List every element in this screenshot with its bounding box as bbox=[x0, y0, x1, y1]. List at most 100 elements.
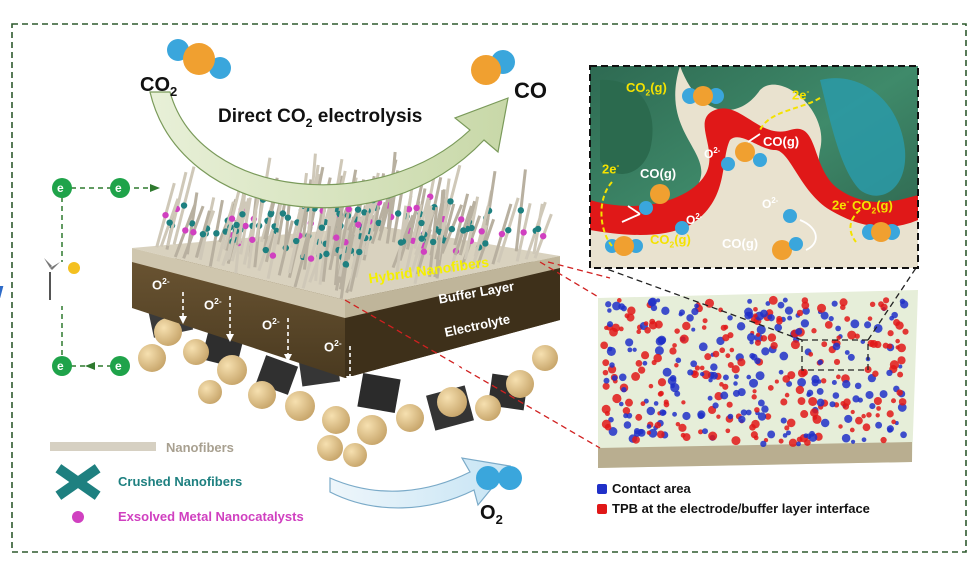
interface-site bbox=[768, 295, 778, 305]
interface-site bbox=[767, 385, 774, 391]
catalyst-particle bbox=[394, 210, 402, 217]
interface-site bbox=[675, 421, 681, 427]
interface-site bbox=[784, 306, 794, 315]
catalyst-particle bbox=[333, 234, 340, 241]
interface-site bbox=[854, 382, 862, 390]
interface-site bbox=[622, 407, 631, 415]
interface-site bbox=[616, 298, 622, 303]
electrode-reconstruction bbox=[598, 290, 918, 468]
catalyst-particle bbox=[429, 238, 437, 246]
interface-site bbox=[694, 303, 699, 309]
interface-site bbox=[682, 411, 691, 421]
interface-site bbox=[749, 378, 759, 388]
catalyst-particle bbox=[420, 248, 428, 255]
catalyst-particle bbox=[478, 228, 485, 235]
interface-site bbox=[612, 301, 621, 311]
catalyst-particle bbox=[418, 219, 425, 227]
interface-site bbox=[889, 315, 895, 321]
interface-site bbox=[654, 421, 662, 429]
interface-site bbox=[643, 398, 649, 404]
interface-site bbox=[624, 398, 633, 407]
interface-site bbox=[761, 405, 769, 413]
legend-crushed-nanofibers: Crushed Nanofibers bbox=[118, 474, 243, 489]
interface-site bbox=[716, 414, 721, 419]
interface-site bbox=[840, 400, 846, 406]
interface-site bbox=[707, 395, 713, 401]
interface-site bbox=[633, 428, 641, 435]
anode-product-label: O2 bbox=[480, 502, 503, 527]
inset-co2-gas-label: CO2(g) bbox=[852, 198, 893, 216]
catalyst-particle bbox=[375, 219, 382, 227]
interface-site bbox=[900, 431, 907, 439]
interface-site bbox=[699, 365, 705, 371]
interface-site bbox=[746, 374, 752, 380]
interface-site bbox=[626, 313, 635, 322]
interface-site bbox=[753, 313, 758, 318]
interface-site bbox=[667, 376, 677, 386]
interface-site bbox=[829, 401, 836, 408]
catalyst-particle bbox=[267, 211, 274, 218]
inset-oxide-ion-label: O2- bbox=[762, 196, 779, 211]
interface-site bbox=[782, 297, 788, 303]
interface-site bbox=[787, 315, 793, 321]
catalyst-particle bbox=[188, 220, 196, 227]
interface-site bbox=[849, 427, 855, 433]
inset-electron-label: 2e- bbox=[792, 86, 810, 103]
interface-site bbox=[754, 357, 761, 365]
product-label: CO bbox=[514, 78, 547, 103]
interface-site bbox=[842, 379, 851, 389]
catalyst-particle bbox=[182, 227, 189, 234]
interface-site bbox=[875, 421, 883, 429]
interface-site bbox=[731, 436, 741, 446]
interface-site bbox=[777, 301, 785, 309]
catalyst-particle bbox=[354, 206, 362, 213]
interface-site bbox=[646, 424, 652, 429]
interface-site bbox=[767, 314, 773, 320]
interface-site bbox=[760, 335, 768, 342]
interface-site bbox=[682, 433, 691, 442]
interface-site bbox=[844, 414, 853, 423]
zoom-inset bbox=[589, 65, 919, 269]
interface-site bbox=[808, 351, 814, 357]
inset-co-gas-label: CO(g) bbox=[640, 166, 677, 181]
interface-site bbox=[611, 375, 618, 381]
interface-site bbox=[786, 418, 796, 428]
electron-label: e bbox=[57, 181, 64, 195]
inset-electron-label: 2e- bbox=[832, 196, 850, 213]
interface-site bbox=[774, 379, 779, 384]
interface-site bbox=[847, 330, 857, 340]
interface-site bbox=[895, 345, 900, 350]
interface-site bbox=[761, 347, 770, 356]
catalyst-particle bbox=[534, 225, 542, 233]
interface-site bbox=[776, 315, 783, 322]
interface-site bbox=[704, 353, 712, 361]
interface-site bbox=[754, 339, 761, 346]
interface-site bbox=[847, 353, 855, 361]
interface-site bbox=[698, 429, 704, 435]
interface-site bbox=[691, 307, 699, 316]
interface-site bbox=[612, 393, 622, 404]
interface-site bbox=[719, 347, 726, 354]
interface-site bbox=[865, 390, 874, 399]
interface-site bbox=[719, 382, 724, 387]
interface-site bbox=[632, 347, 637, 352]
interface-site bbox=[886, 369, 893, 377]
nanofiber-forest bbox=[155, 151, 553, 299]
inset-co2-gas-label: CO2(g) bbox=[626, 80, 667, 98]
tpb-swatch bbox=[597, 504, 607, 514]
interface-site bbox=[844, 350, 850, 355]
interface-site bbox=[732, 389, 740, 397]
interface-site bbox=[641, 351, 650, 360]
interface-site bbox=[836, 374, 841, 380]
catalyst-particle bbox=[458, 216, 465, 223]
interface-site bbox=[687, 369, 694, 376]
interface-site bbox=[850, 409, 855, 415]
catalyst-particle bbox=[356, 248, 363, 256]
interface-site bbox=[607, 308, 612, 313]
interface-site bbox=[788, 438, 798, 447]
interface-site bbox=[891, 419, 896, 425]
interface-site bbox=[817, 359, 823, 365]
interface-site bbox=[760, 440, 767, 448]
interface-site bbox=[753, 306, 758, 312]
interface-site bbox=[611, 323, 620, 332]
